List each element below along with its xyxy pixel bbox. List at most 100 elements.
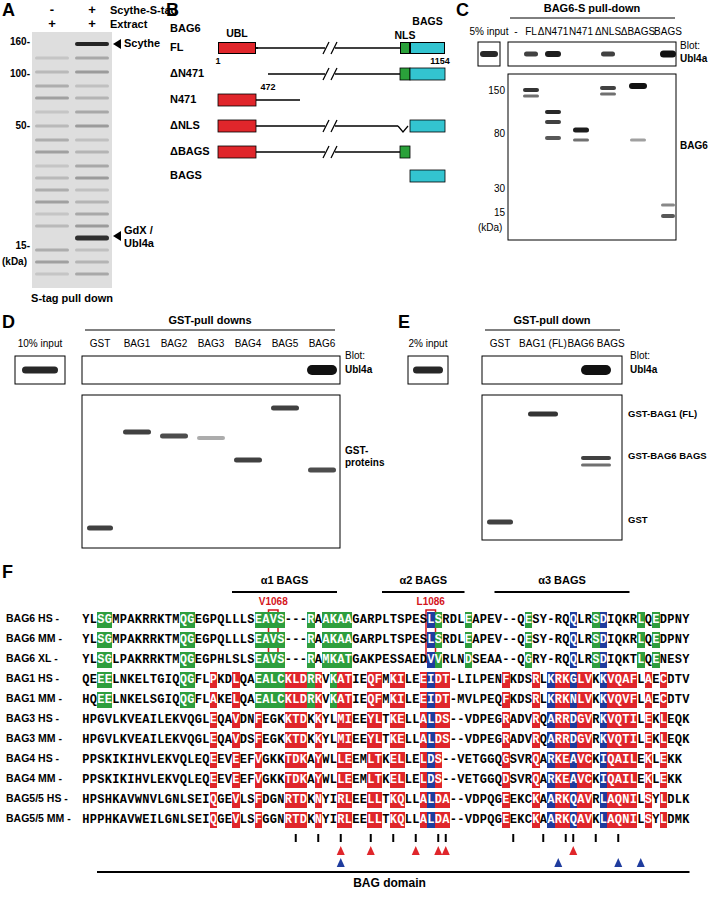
construct-name: ΔBAGS xyxy=(170,145,210,158)
contact-tick xyxy=(572,834,574,842)
blot-band xyxy=(75,57,109,60)
blot-band xyxy=(75,165,109,168)
lane-label: 10% input xyxy=(18,338,62,350)
sequence-row: YLSGLPAKRRKTMQGEGPHLSLSEAVS---RAMKATGAKP… xyxy=(82,652,690,668)
sequence-row: HPGVLKVEAILEKVQGLEQAVDSFEGKKTDKKYLMIEEYL… xyxy=(82,732,690,748)
residue-marker xyxy=(569,846,577,855)
sequence-row: HPGVLKVEAILEKVQGLEQAVDNFEGKKTDKKYLMIEEYL… xyxy=(82,712,690,728)
blot-band xyxy=(480,51,498,57)
lane-label: N471 xyxy=(569,26,593,38)
sequence-row: HPSHKAVWNVLGNLSEIQGEVLSFDGNRTDKNYIRLEELL… xyxy=(82,792,690,808)
construct-name: FL xyxy=(170,41,183,54)
lane-label: BAG6 BAGS xyxy=(567,338,624,350)
sequence-row: PPSKIKIHVLEKVQLEQEEVEEFVGKKTDKAYWLLEEMLT… xyxy=(82,752,682,768)
blot-band xyxy=(75,139,109,142)
residue-marker xyxy=(337,858,345,867)
ubl-domain xyxy=(218,94,256,106)
arrowhead xyxy=(113,39,121,49)
break-mark xyxy=(323,146,329,158)
residue-callout: L1086 xyxy=(417,596,445,608)
sequence-name: BAG1 HS - xyxy=(6,672,59,685)
blot-label: Ubl4a xyxy=(345,364,372,376)
sequence-name: BAG4 MM - xyxy=(6,772,62,785)
blot-band xyxy=(601,52,615,57)
helix-label: α3 BAGS xyxy=(538,574,586,587)
lane-label: ΔBAGS xyxy=(621,26,655,38)
header-rule xyxy=(510,18,675,19)
panel-letter: A xyxy=(2,0,15,22)
band-label: Scythe xyxy=(124,37,160,50)
sequence-name: BAG5/5 HS - xyxy=(6,792,68,805)
mw-marker: 30 xyxy=(494,183,505,195)
sequence-name: BAG5/5 MM - xyxy=(6,812,71,825)
helix-bar xyxy=(495,591,630,593)
blot-band xyxy=(75,71,109,74)
contact-tick xyxy=(370,834,372,842)
blot-band xyxy=(35,111,69,114)
blot-band xyxy=(35,225,69,228)
lane-label: ΔN471 xyxy=(538,26,569,38)
contact-tick xyxy=(317,834,319,842)
condition-sign: + xyxy=(88,16,96,32)
mw-marker: 150 xyxy=(488,85,505,97)
blot-band xyxy=(87,526,113,531)
residue-callout: V1068 xyxy=(259,596,288,608)
break-mark xyxy=(323,68,329,80)
lane-label: GST xyxy=(90,338,111,350)
mw-marker: 15- xyxy=(16,240,30,252)
blot-frame xyxy=(508,74,676,240)
condition-sign: + xyxy=(48,16,56,32)
gel-background xyxy=(32,32,112,288)
arrowhead xyxy=(113,231,121,241)
blot-label: Blot: xyxy=(345,350,365,362)
blot-band xyxy=(629,83,647,89)
blot-band xyxy=(35,139,69,142)
blot-band xyxy=(75,261,109,264)
condition-sign: + xyxy=(88,2,96,18)
blot-band xyxy=(22,367,58,374)
residue-number: 472 xyxy=(260,82,275,93)
blot-band xyxy=(75,189,109,192)
residue-marker xyxy=(434,846,442,855)
break-mark xyxy=(331,68,337,80)
sequence-name: BAG1 MM - xyxy=(6,692,62,705)
blot-band xyxy=(75,97,109,100)
blot-label: Ubl4a xyxy=(680,53,707,65)
break-mark xyxy=(331,146,337,158)
contact-tick xyxy=(512,834,514,842)
blot-band xyxy=(661,204,675,207)
blot-band xyxy=(35,177,69,180)
helix-label: α1 BAGS xyxy=(261,574,309,587)
domain-name: NLS xyxy=(395,29,416,42)
blot-band xyxy=(581,365,611,375)
residue-marker xyxy=(442,846,450,855)
residue-marker xyxy=(554,858,562,867)
blot-band xyxy=(75,151,109,154)
blot-frame xyxy=(82,356,340,384)
blot-band xyxy=(600,93,616,96)
blot-band xyxy=(75,85,109,88)
blot-band xyxy=(35,151,69,154)
blot-band xyxy=(35,57,69,60)
blot-band xyxy=(271,406,299,411)
bags-domain xyxy=(410,170,445,182)
domain-box: UBL xyxy=(218,42,256,54)
mw-marker: 80 xyxy=(494,128,505,140)
blot-band xyxy=(581,456,611,460)
lane-label: BAG4 xyxy=(235,338,262,350)
construct-name: N471 xyxy=(170,93,196,106)
protein-name: BAG6 xyxy=(170,22,201,35)
nls-domain xyxy=(400,146,410,158)
contact-tick xyxy=(542,834,544,842)
blot-band xyxy=(35,261,69,264)
mw-unit: (kDa) xyxy=(478,222,502,234)
lane-label: BAG1 xyxy=(124,338,151,350)
blot-band xyxy=(160,434,188,439)
panel-letter: E xyxy=(398,312,410,334)
sequence-row: HPPHKAVWEILGNLSEIQGEVLSFGGNRTDKNYIRLEELL… xyxy=(82,812,690,828)
blot-frame xyxy=(15,356,65,384)
blot-band xyxy=(308,468,336,473)
helix-bar xyxy=(232,591,337,593)
sequence-row: PPSKIKIHVLEKVQLEQEEVEEFVGKKTDKAYWLLEEMLT… xyxy=(82,772,682,788)
